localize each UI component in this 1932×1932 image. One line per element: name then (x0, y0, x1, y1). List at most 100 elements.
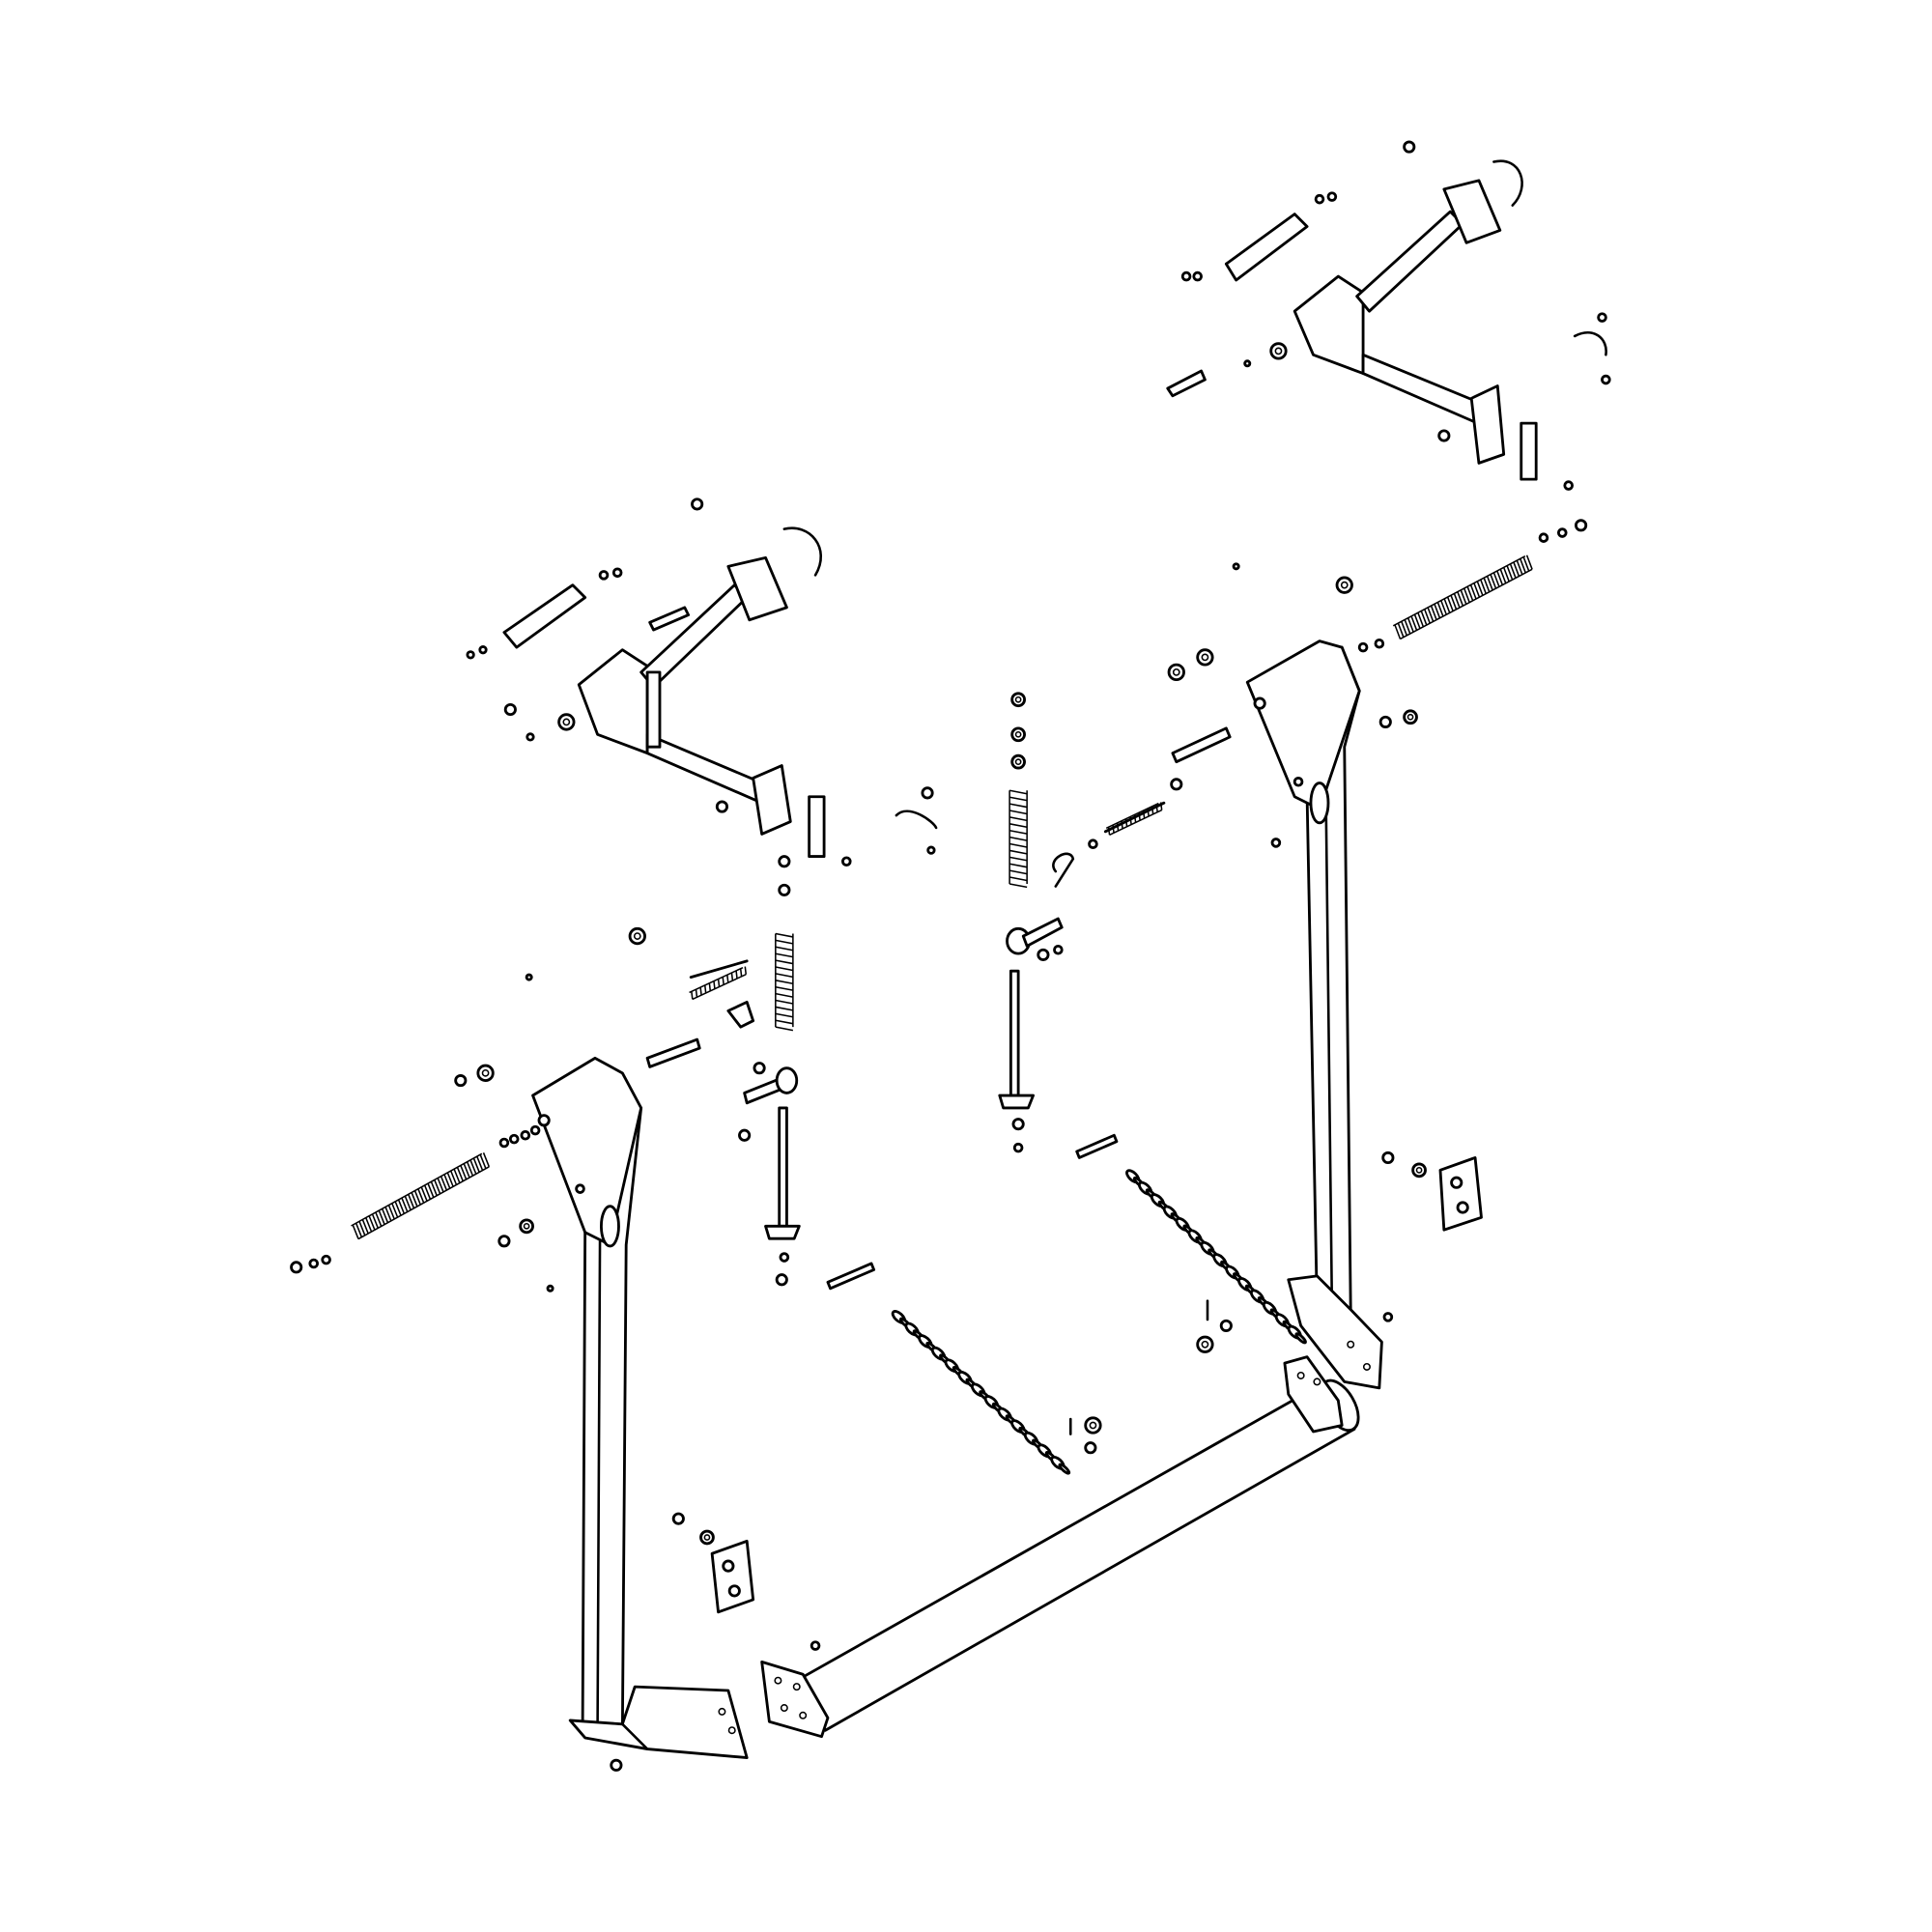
bolts (645, 726, 1232, 1435)
washer-hole (1089, 1421, 1097, 1430)
washer-nut (1556, 527, 1568, 538)
right-wear-plate (1438, 1156, 1483, 1232)
upper-right-arm-bracket (1166, 159, 1607, 481)
washer-nut (598, 570, 610, 581)
washer-nut (546, 1284, 554, 1293)
cross-tube-right-end-plate (1283, 1355, 1344, 1434)
washer-nut (1601, 374, 1611, 385)
left-chain (891, 1310, 1071, 1475)
washer-nut (810, 1640, 821, 1651)
washer-nut (503, 702, 517, 717)
washer-nut (1232, 562, 1240, 571)
washer-nut (454, 1073, 468, 1088)
washer-nut (1088, 838, 1098, 849)
washer-nut (926, 845, 936, 855)
washer-nut (1314, 193, 1325, 205)
washer-nut (476, 1064, 495, 1082)
washer-nut (753, 1062, 766, 1075)
washer-nut (779, 1252, 790, 1263)
washer-nut (1575, 519, 1588, 532)
washer-nut (699, 1529, 715, 1546)
washer-nut (1170, 778, 1183, 791)
washer-nut (557, 713, 576, 731)
left-foot-plate (568, 1685, 749, 1760)
washer-nut (529, 1124, 541, 1136)
washer-nut (520, 1129, 531, 1141)
washer-nut (1011, 1118, 1025, 1131)
washer-nut (1012, 1142, 1024, 1153)
washer-nut (1563, 480, 1574, 491)
washer-nut (321, 1254, 331, 1265)
right-long-spring (1392, 554, 1533, 640)
washer-nut (1326, 191, 1338, 202)
washer-nut (1167, 663, 1185, 682)
washer-nut (715, 800, 728, 813)
washer-nut (778, 855, 791, 868)
washer-nut (508, 1133, 520, 1145)
washer-nut (921, 786, 934, 800)
washer-hole (1014, 730, 1022, 738)
washer-nut (1403, 709, 1418, 725)
washer-nut (1357, 641, 1369, 653)
left-threaded-rod (689, 966, 748, 1001)
washer-hole (1201, 1340, 1209, 1349)
washer-hole (523, 1222, 530, 1230)
washer-nut (628, 926, 646, 946)
washer-hole (1014, 696, 1022, 703)
washer-nut (525, 973, 533, 981)
washer-nut (1437, 429, 1451, 442)
right-upright-post (1245, 639, 1361, 1312)
washer-nut (1378, 715, 1392, 728)
cross-tube-left-end-plate (760, 1660, 830, 1739)
cross-tube (795, 1378, 1360, 1732)
left-compression-spring (775, 932, 794, 1032)
washer-nut (1180, 270, 1192, 282)
washer-hole (562, 718, 571, 726)
washer-nut (691, 497, 704, 511)
washer-nut (1010, 753, 1026, 770)
washer-hole (1340, 581, 1349, 589)
washer-nut (478, 645, 488, 655)
left-long-spring (351, 1152, 491, 1240)
washer-nut (497, 1235, 511, 1248)
washer-nut (1243, 359, 1252, 368)
left-vertical-rod-assembly (726, 1000, 801, 1240)
washer-hole (633, 932, 641, 940)
washer-nut (841, 856, 852, 867)
washer-nut (1403, 140, 1416, 154)
washer-nut (1010, 726, 1026, 743)
washer-nut (1597, 312, 1607, 323)
washer-nut (308, 1258, 320, 1269)
washer-nut (738, 1128, 752, 1142)
washer-nut (1037, 948, 1050, 961)
right-chain (1125, 1169, 1307, 1345)
upper-left-arm-bracket (502, 526, 826, 859)
washer-nut (1374, 638, 1385, 649)
washer-nut (1084, 1441, 1097, 1455)
washer-nut (290, 1261, 303, 1274)
washer-hole (703, 1534, 711, 1541)
left-wear-plate (710, 1539, 755, 1614)
washer-nut (1196, 648, 1214, 667)
washer-nut (1053, 944, 1064, 955)
washer-nut (1269, 342, 1288, 360)
washer-nut (1196, 1335, 1214, 1353)
washer-hole (1172, 668, 1180, 676)
left-upright-post (531, 1056, 643, 1735)
washer-nut (611, 567, 623, 579)
washer-nut (498, 1137, 510, 1149)
small-hardware (290, 140, 1611, 1772)
washer-hole (1274, 347, 1283, 355)
washer-nut (1219, 1319, 1233, 1332)
washer-nut (519, 1218, 534, 1235)
washer-nut (1381, 1151, 1395, 1165)
washer-nut (1335, 576, 1353, 594)
washer-nut (526, 732, 535, 742)
washer-nut (1270, 838, 1282, 848)
washer-nut (778, 883, 791, 896)
washer-nut (1538, 532, 1549, 543)
washer-hole (1415, 1166, 1423, 1174)
washer-nut (1382, 1312, 1394, 1322)
